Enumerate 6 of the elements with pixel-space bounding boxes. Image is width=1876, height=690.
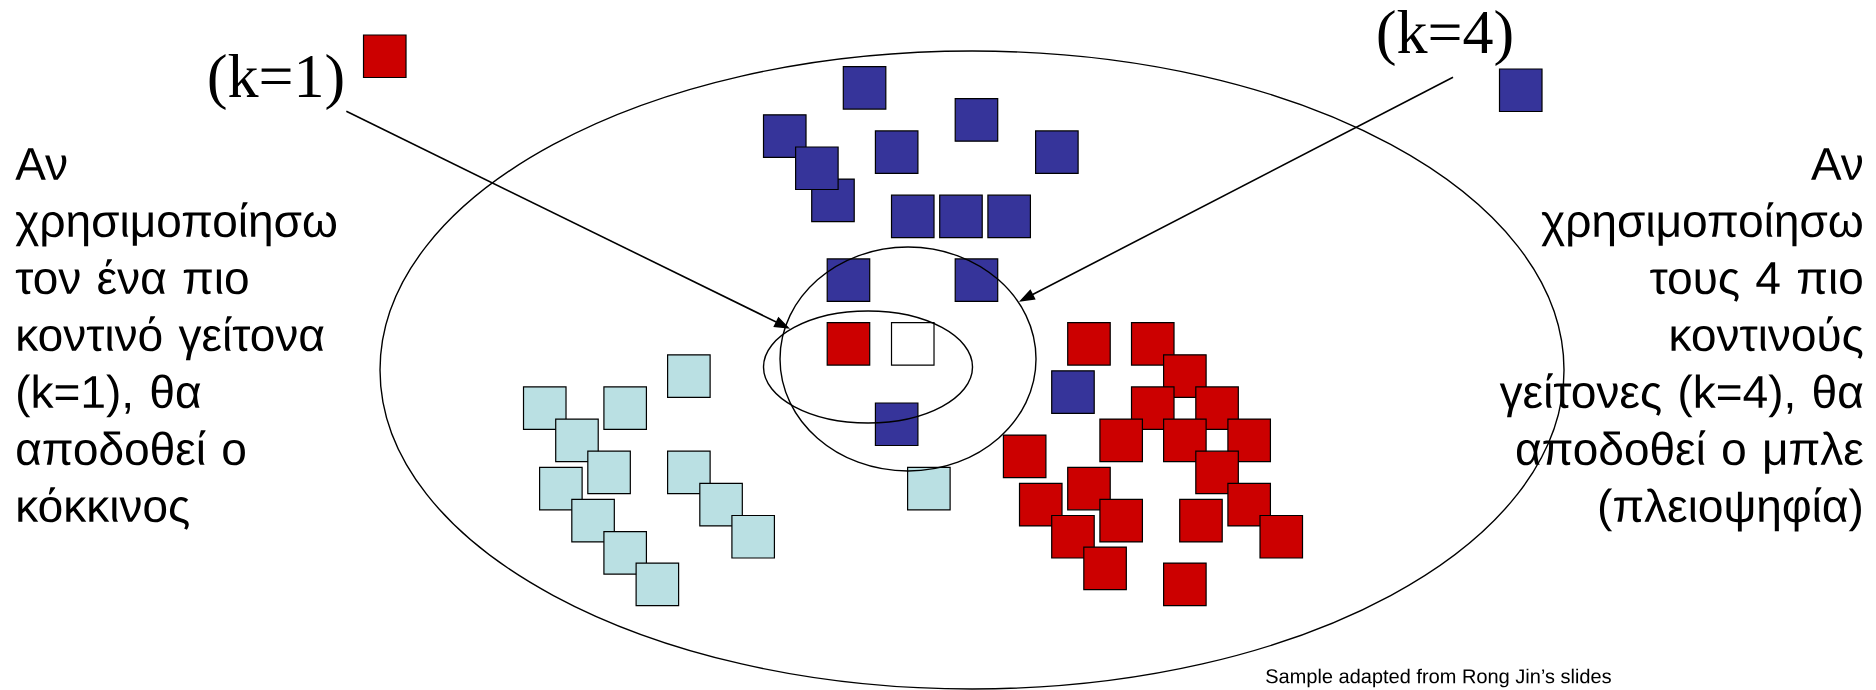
k-label: (k=4) xyxy=(1378,9,1512,67)
k-label: (k=1) xyxy=(209,53,343,111)
explanation-text: Αν χρησιμοποίησω τον ένα πιο κοντινό γείτονα (k=1), θα αποδοθεί ο κόκκινος xyxy=(15,148,336,530)
source-note: Sample adapted from Rong Jin’s slides xyxy=(1266,668,1611,688)
ellipse-outline xyxy=(762,310,974,424)
circle-outline xyxy=(779,246,1037,472)
